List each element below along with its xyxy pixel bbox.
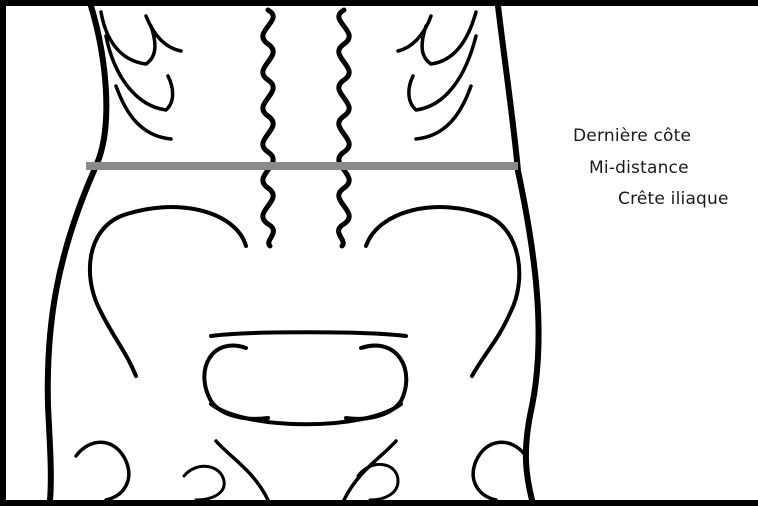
sacrum bbox=[211, 332, 406, 336]
ribs-left bbox=[101, 12, 181, 139]
pelvic-floor bbox=[211, 404, 401, 424]
femoral-head-left bbox=[184, 466, 224, 500]
spine-left-edge bbox=[263, 10, 274, 246]
ribs-right bbox=[398, 12, 476, 139]
hip-right bbox=[473, 442, 526, 500]
hip-left bbox=[76, 442, 129, 500]
label-last-rib: Dernière côte bbox=[573, 126, 691, 146]
pubic-left bbox=[216, 441, 268, 500]
torso-anatomy-drawing bbox=[6, 6, 758, 500]
label-mid-distance: Mi-distance bbox=[589, 158, 689, 178]
spine-right-edge bbox=[339, 10, 350, 246]
pubic-right bbox=[344, 441, 396, 500]
figure-frame: Dernière côte Mi-distance Crête iliaque bbox=[6, 6, 758, 500]
label-iliac-crest: Crête iliaque bbox=[618, 189, 729, 209]
femoral-head-right bbox=[358, 464, 398, 500]
body-outline-left bbox=[48, 6, 107, 500]
iliac-crest-left bbox=[90, 207, 246, 376]
